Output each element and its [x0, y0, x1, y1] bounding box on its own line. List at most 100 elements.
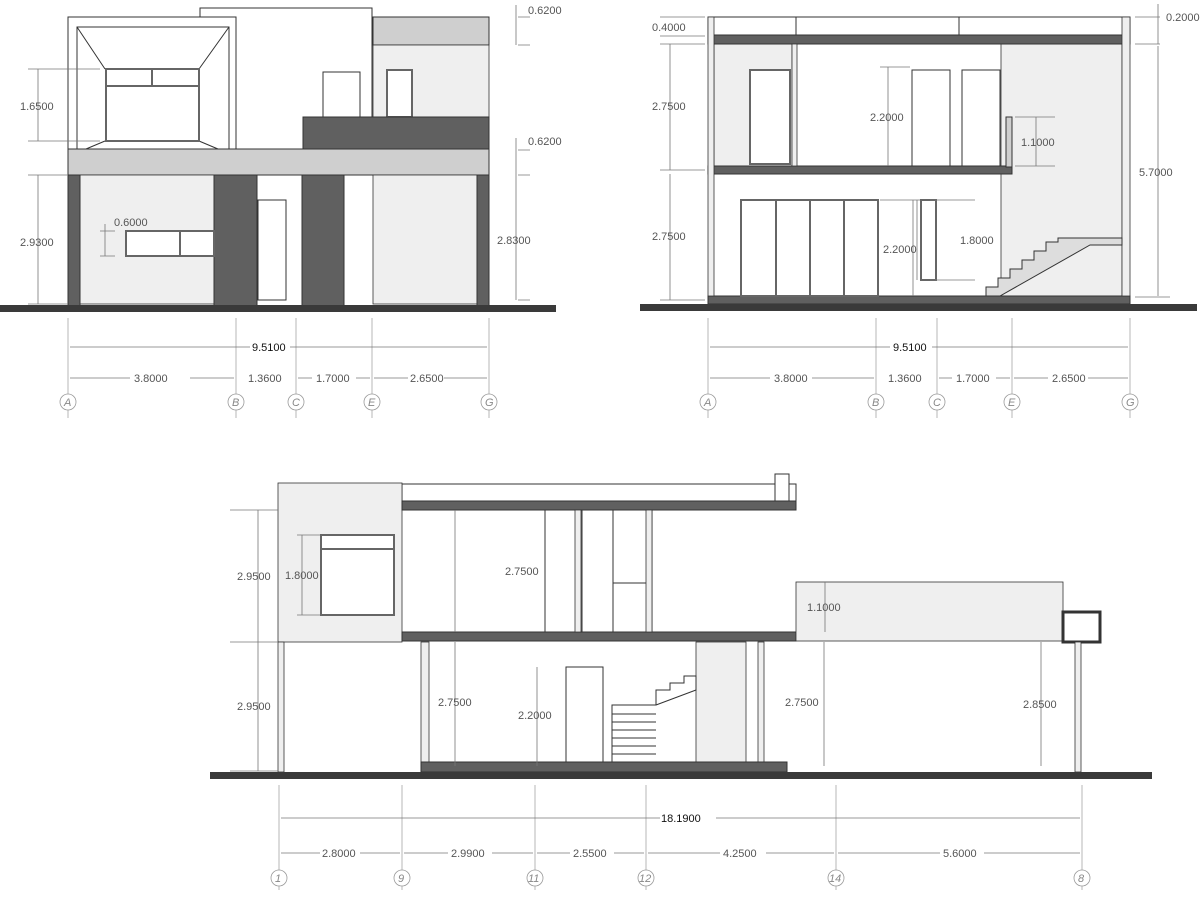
dim-top-parapet: 0.6200: [528, 5, 562, 17]
beam-end: [1061, 610, 1102, 644]
dim-span: 1.3600: [888, 373, 922, 385]
grid-lines: [278, 785, 1083, 890]
dim-left-upper: 2.9500: [237, 571, 271, 583]
wall-g: [1121, 16, 1131, 297]
wall-8: [1074, 641, 1082, 773]
grid-label: A: [703, 397, 711, 409]
grid-label: G: [485, 397, 494, 409]
grid-label: C: [292, 397, 300, 409]
dim-span: 3.8000: [134, 373, 168, 385]
dim-upper-room: 2.7500: [505, 566, 539, 578]
dim-ground-floor: 2.9300: [20, 237, 54, 249]
roof-slab: [707, 34, 1131, 45]
ground-line: [0, 305, 556, 312]
terrace-parapet: [795, 581, 1064, 642]
grid-label: 8: [1078, 873, 1085, 885]
upper-door-2: [961, 69, 1001, 167]
dim-total: 18.1900: [661, 813, 701, 825]
lower-window: [125, 230, 215, 257]
grid-label: C: [933, 397, 941, 409]
grid-bubbles: A B C E G: [59, 393, 498, 411]
column-c: [301, 174, 345, 307]
cross-section: 0.4000 0.2000 2.7500 2.7500 2.2000 2.200…: [640, 4, 1200, 418]
window-dim-lines: [100, 224, 115, 257]
grid-bubbles: A B C E G: [699, 393, 1139, 411]
column-g: [476, 174, 490, 307]
grid-label: B: [232, 397, 239, 409]
grid-label: B: [872, 397, 879, 409]
grid-label: A: [63, 397, 71, 409]
dim-total: 9.5100: [893, 342, 927, 354]
grid-label: 11: [528, 873, 539, 885]
entrance-door: [257, 199, 287, 301]
side-dim-lines: [230, 509, 1042, 772]
dim-span: 4.2500: [723, 848, 757, 860]
staircase: [985, 237, 1123, 297]
floor-slab-band: [67, 148, 490, 176]
wall-a: [707, 16, 715, 297]
ground-line: [210, 772, 1152, 779]
column-b: [213, 174, 258, 307]
floor-slab: [420, 761, 788, 773]
wall-1: [277, 641, 285, 773]
parapet-cap: [774, 473, 790, 502]
grid-label: E: [368, 397, 376, 409]
dim-right-height: 2.8300: [497, 235, 531, 247]
dim-span: 2.6500: [1052, 373, 1086, 385]
section-dim-lines: [660, 4, 1170, 301]
dim-window-upper: 1.6500: [20, 101, 54, 113]
dim-span: 2.6500: [410, 373, 444, 385]
grid-label: 12: [639, 873, 651, 885]
mid-slab: [401, 631, 797, 642]
staircase: [611, 675, 697, 766]
dim-lower-room: 2.7500: [438, 697, 472, 709]
dim-lower-floor: 2.7500: [652, 231, 686, 243]
dim-roof-slab: 0.2000: [1166, 12, 1200, 24]
grid-bubbles: 1 9 11 12 14 8: [270, 869, 1091, 887]
grid-label: 1: [275, 873, 281, 885]
dim-span: 2.5500: [573, 848, 607, 860]
dim-total: 9.5100: [252, 342, 286, 354]
dim-lower-door: 2.2000: [883, 244, 917, 256]
dim-right-room: 2.7500: [785, 697, 819, 709]
floor-slab: [707, 295, 1131, 305]
dim-span: 2.8000: [322, 848, 356, 860]
longitudinal-section: 2.9500 2.9500 1.8000 2.7500 2.7500 2.200…: [210, 473, 1152, 890]
grid-label: E: [1008, 397, 1016, 409]
grid-label: G: [1126, 397, 1135, 409]
dim-span: 1.7000: [956, 373, 990, 385]
dim-railing: 1.1000: [1021, 137, 1055, 149]
dim-span: 3.8000: [774, 373, 808, 385]
dim-narrow-window: 1.8000: [960, 235, 994, 247]
dim-span: 1.7000: [316, 373, 350, 385]
upper-door-1: [911, 69, 951, 167]
balcony-door: [749, 69, 791, 165]
balcony-parapet: [302, 116, 490, 150]
grid-label: 9: [398, 873, 404, 885]
dim-upper-floor: 2.7500: [652, 101, 686, 113]
dim-span: 2.9900: [451, 848, 485, 860]
grid-lines: [707, 318, 1131, 418]
upper-partitions: [544, 510, 653, 632]
dim-span: 1.3600: [248, 373, 282, 385]
bottom-dim-lines: [70, 346, 487, 379]
roof-slab: [401, 500, 797, 511]
dim-upper-door: 2.2000: [870, 112, 904, 124]
dim-garage: 2.8500: [1023, 699, 1057, 711]
front-elevation: 0.6200 0.6200 2.8300 1.6500 1.6500 2.930…: [0, 5, 562, 418]
stair-wall: [695, 641, 747, 767]
recess-perspective-lines: [76, 26, 230, 150]
right-parapet: [372, 16, 490, 46]
left-dim-lines: [28, 68, 100, 305]
ground-door: [565, 666, 604, 767]
roof-parapet: [401, 483, 797, 502]
dim-span: 5.6000: [943, 848, 977, 860]
column-a: [67, 174, 81, 307]
ground-line: [640, 304, 1197, 311]
railing: [1005, 116, 1013, 168]
dim-railing: 1.1000: [807, 602, 841, 614]
dim-door: 2.2000: [518, 710, 552, 722]
wall-9: [420, 641, 430, 767]
right-dim-lines: [515, 5, 530, 301]
upper-small-window: [386, 69, 413, 118]
